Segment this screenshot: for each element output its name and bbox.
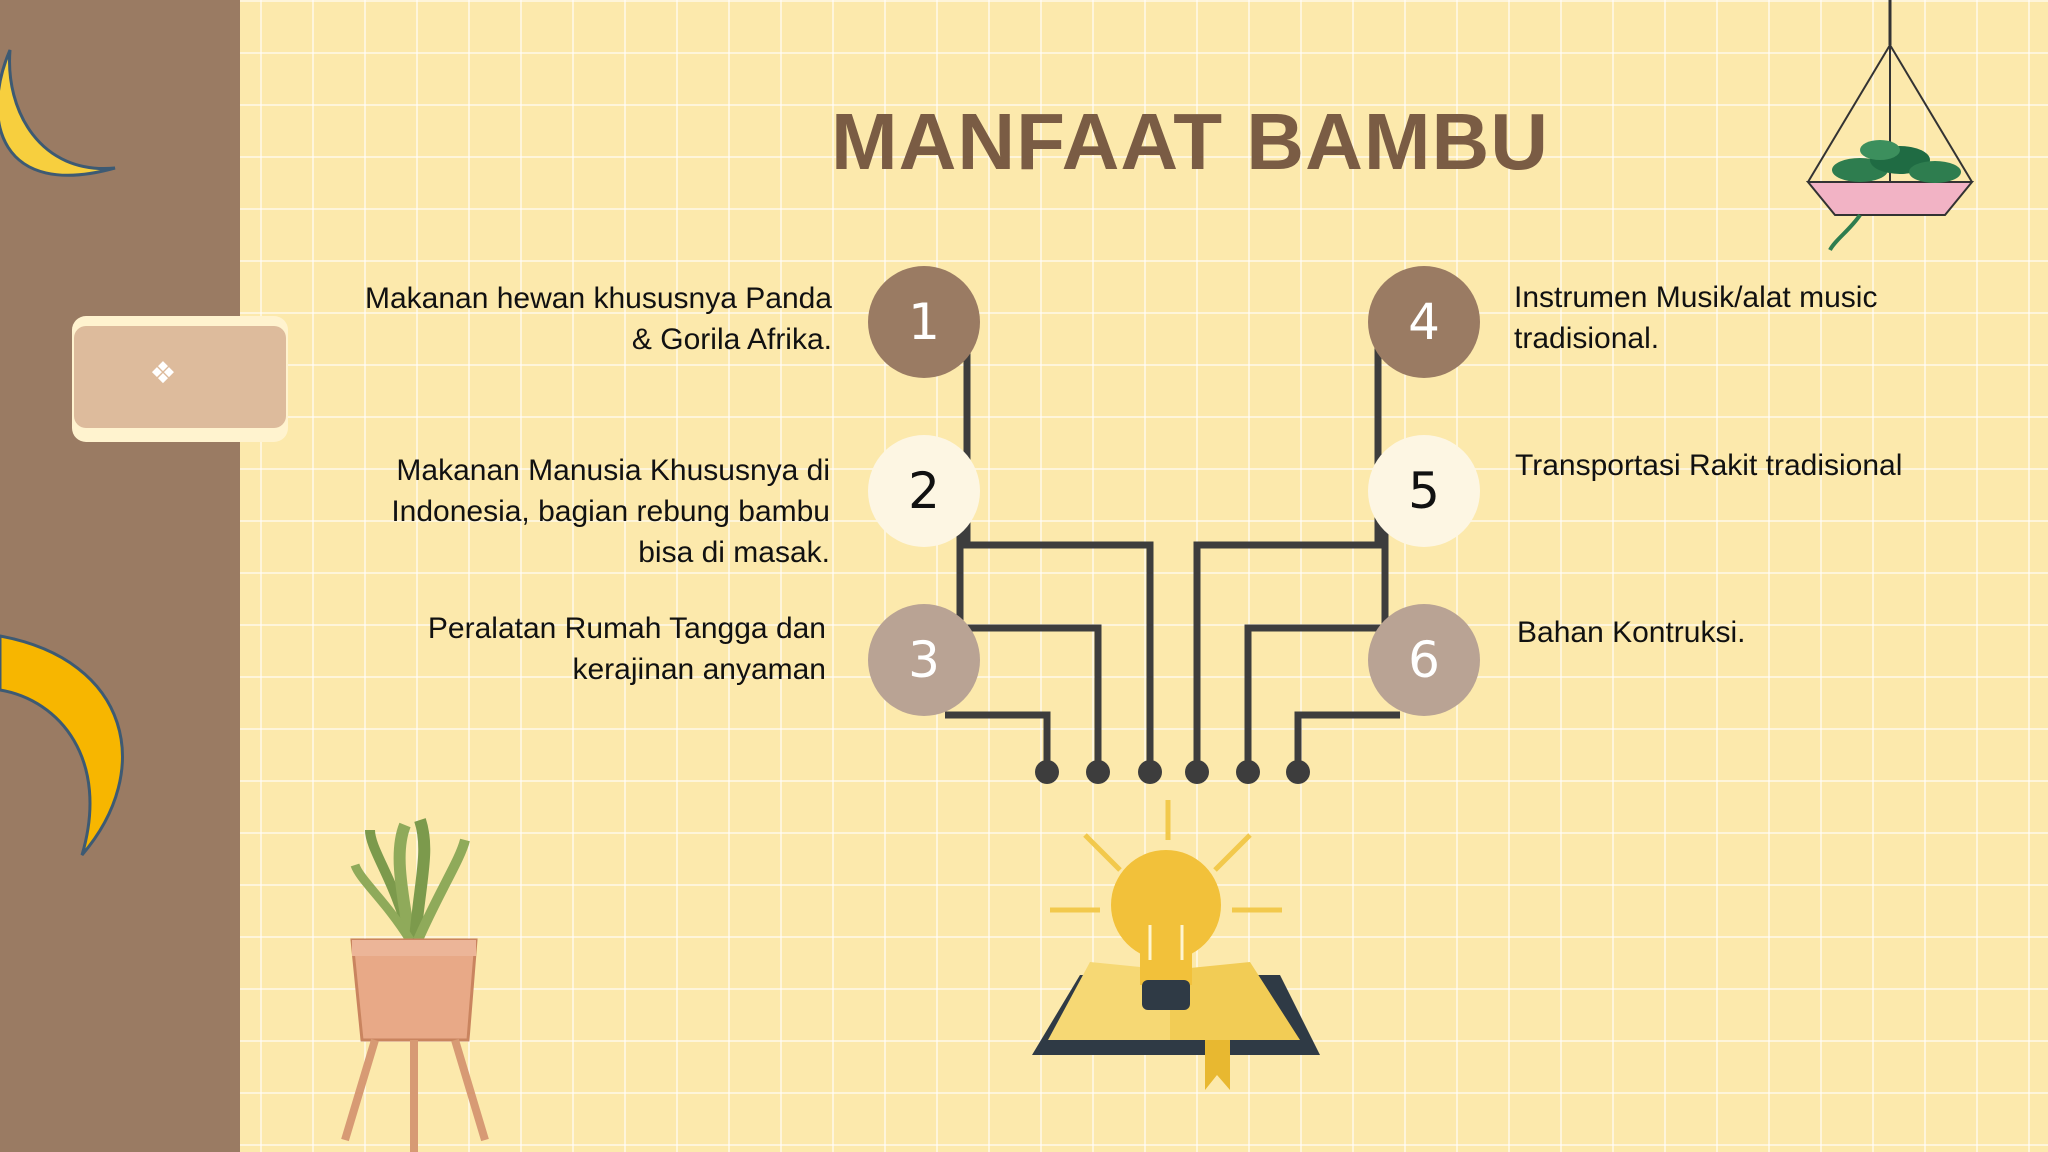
- slide-title: MANFAAT BAMBU: [830, 97, 1550, 186]
- crescent-moon-icon: [0, 634, 124, 856]
- number-badge-1: 1: [868, 266, 980, 378]
- number-badge-4: 4: [1368, 266, 1480, 378]
- sidebar-tab[interactable]: [74, 326, 286, 428]
- item-text-4: Instrumen Musik/alat music tradisional.: [1514, 281, 1878, 355]
- item-text-6: Bahan Kontruksi.: [1517, 616, 1746, 649]
- potted-plant-icon: [341, 818, 489, 1152]
- circuit-wires: [945, 320, 1400, 770]
- number-badge-6: 6: [1368, 604, 1480, 716]
- item-text-2: Makanan Manusia Khususnya di Indonesia, …: [391, 454, 830, 569]
- crescent-moon-icon: [0, 49, 116, 177]
- item-text-3: Peralatan Rumah Tangga dan kerajinan any…: [427, 612, 826, 686]
- item-text-5: Transportasi Rakit tradisional: [1515, 449, 1903, 482]
- number-badge-5: 5: [1368, 435, 1480, 547]
- hanging-plant-icon: [1805, 0, 1975, 252]
- number-badge-3: 3: [868, 604, 980, 716]
- lightbulb-book-icon: [1032, 800, 1320, 1090]
- number-badge-2: 2: [868, 435, 980, 547]
- circuit-nodes: [1035, 760, 1310, 784]
- sidebar-panel: [0, 0, 240, 1152]
- four-diamond-icon: ❖: [149, 356, 177, 391]
- item-text-1: Makanan hewan khususnya Panda & Gorila A…: [365, 282, 832, 356]
